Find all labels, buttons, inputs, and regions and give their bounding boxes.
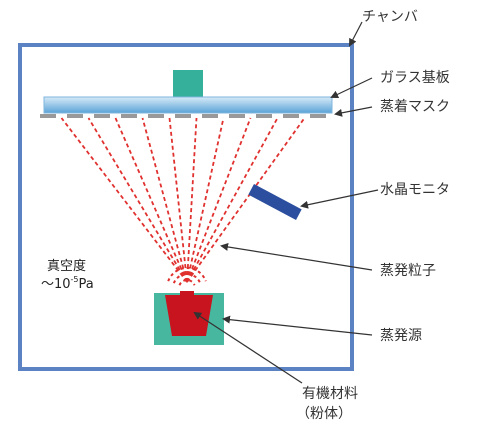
substrate-holder xyxy=(173,70,203,98)
particle-streams xyxy=(60,117,306,283)
evaporated-particles-label: 蒸発粒子 xyxy=(380,263,436,279)
mask-segment xyxy=(202,114,218,118)
vacuum-prefix: ～10 xyxy=(41,277,71,292)
particle-stream xyxy=(87,117,188,283)
mask-segment xyxy=(40,114,56,118)
particle-stream xyxy=(141,117,188,283)
particle-stream xyxy=(186,117,279,283)
mask-segment xyxy=(175,114,191,118)
vacuum-unit: Pa xyxy=(79,277,94,292)
burst-arc xyxy=(178,279,196,286)
organic-material-label: 有機材料 xyxy=(302,386,358,402)
mask-segment xyxy=(256,114,272,118)
crystal-monitor xyxy=(248,184,302,220)
mask-segment xyxy=(148,114,164,118)
particle-stream xyxy=(114,117,188,283)
particles-leader xyxy=(220,242,373,271)
particle-stream xyxy=(186,117,225,283)
evaporation-source-label: 蒸発源 xyxy=(380,328,422,344)
mask-segment xyxy=(121,114,137,118)
monitor-leader xyxy=(300,189,379,209)
particle-stream xyxy=(186,117,252,283)
deposition-mask-label: 蒸着マスク xyxy=(380,99,450,115)
organic-material-powder-label: （粉体） xyxy=(296,406,352,422)
mask-leader xyxy=(334,106,373,117)
particle-stream xyxy=(186,117,198,283)
mask-segment xyxy=(94,114,110,118)
chamber-wall xyxy=(18,43,354,371)
deposition-mask xyxy=(40,114,326,118)
vacuum-exponent: -5 xyxy=(71,275,79,284)
mask-segment xyxy=(310,114,326,118)
vacuum-value: ～10-5Pa xyxy=(41,275,94,292)
mask-segment xyxy=(67,114,83,118)
mask-segment xyxy=(283,114,299,118)
mask-segment xyxy=(229,114,245,118)
organic-material xyxy=(165,295,213,336)
source-leader xyxy=(222,315,373,336)
glass-substrate-leader xyxy=(330,77,373,99)
chamber-leader xyxy=(349,21,363,47)
glass-substrate xyxy=(43,96,333,114)
material-leader xyxy=(193,311,303,384)
burst-arc xyxy=(167,267,207,282)
particle-stream xyxy=(60,117,188,283)
vacuum-label: 真空度 xyxy=(47,258,86,274)
crystal-monitor-label: 水晶モニタ xyxy=(380,182,450,198)
particle-stream xyxy=(186,117,306,283)
material-mouth xyxy=(180,291,194,296)
glass-substrate-label: ガラス基板 xyxy=(380,69,450,86)
burst-arc xyxy=(172,273,202,284)
chamber-label: チャンバ xyxy=(362,9,418,25)
particle-burst xyxy=(167,267,207,286)
